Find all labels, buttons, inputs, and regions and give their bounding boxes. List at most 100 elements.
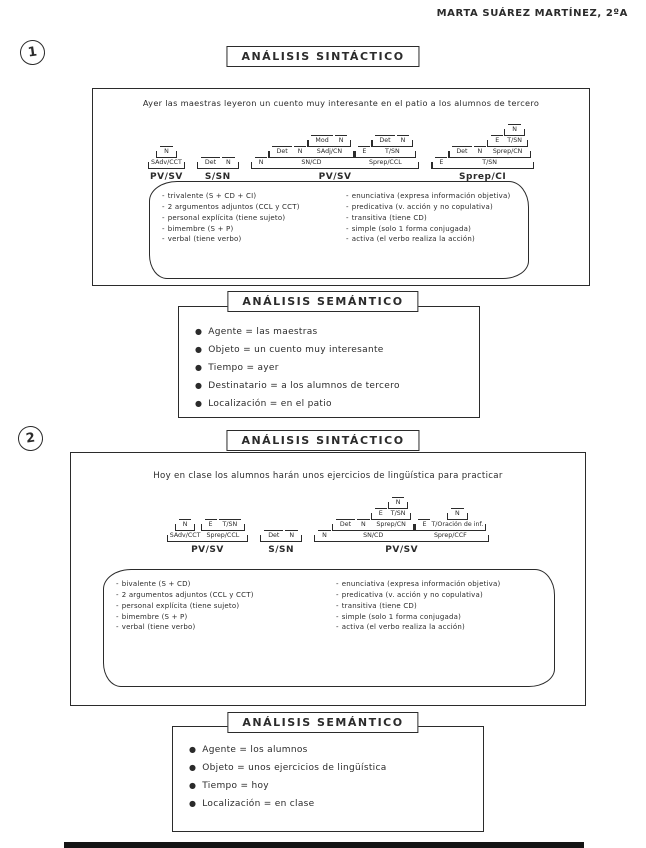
exercise-1-semantic-box: ●Agente = las maestras●Objeto = un cuent… (178, 306, 480, 418)
syntax-token: N (254, 157, 268, 166)
feature-item-text: activa (el verbo realiza la acción) (341, 623, 465, 632)
exercise-1-syntactic-box: Ayer las maestras leyeron un cuento muy … (92, 88, 590, 286)
bullet-glyph: - (162, 202, 165, 211)
syntax-token: N (451, 508, 464, 517)
syntax-token: Det (375, 135, 395, 144)
semantic-item: ●Localización = en clase (189, 795, 471, 813)
bullet-glyph: - (346, 192, 349, 200)
bullet-glyph: - (336, 623, 339, 632)
syntax-token: Det (335, 519, 356, 528)
syntax-token: E (435, 157, 448, 166)
exercise-1-features-bubble: -trivalente (S + CD + CI)-2 argumentos a… (149, 181, 529, 279)
feature-item-text: 2 argumentos adjuntos (CCL y CCT) (121, 590, 254, 599)
feature-item: -verbal (tiene verbo) (162, 234, 332, 245)
exercise-1-syntactic-title: ANÁLISIS SINTÁCTICO (226, 46, 420, 67)
syntax-group-label: Sprep/CN (492, 148, 523, 156)
bullet-glyph: ● (195, 363, 203, 372)
syntax-token: N (508, 124, 521, 133)
exercise-1-number: 1 (18, 38, 47, 67)
bullet-glyph: - (346, 224, 349, 233)
feature-item: -predicativa (v. acción y no copulativa) (336, 590, 542, 601)
bullet-glyph: - (116, 612, 119, 621)
feature-item: -enunciativa (expresa información objeti… (346, 191, 516, 202)
bullet-glyph: - (336, 580, 339, 588)
feature-item-text: bimembre (S + P) (167, 224, 234, 233)
syntax-token: N (160, 146, 173, 155)
syntax-group-label: T/SN (507, 137, 522, 145)
syntax-group-label: T/SN (385, 148, 400, 156)
syntax-token: Det (264, 530, 284, 539)
exercise-2-number-label: 2 (24, 430, 37, 447)
bullet-glyph: ● (195, 399, 203, 408)
syntax-group-label: Sprep/CCL (369, 159, 402, 167)
bullet-glyph: - (336, 612, 339, 621)
syntax-group-label: T/Oración de inf. (431, 521, 484, 529)
exercise-1-features-right: -enunciativa (expresa información objeti… (346, 191, 516, 269)
semantic-item-text: Destinatario = a los alumnos de tercero (208, 381, 400, 391)
exercise-2-number: 2 (16, 424, 45, 453)
exercise-2-features-left: -bivalente (S + CD)-2 argumentos adjunto… (116, 579, 322, 677)
syntax-group-label: Sprep/CN (376, 521, 406, 529)
syntax-group-bracket: N (156, 144, 177, 159)
feature-item-text: personal explícita (tiene sujeto) (121, 601, 240, 610)
syntax-group-bracket: N (447, 506, 468, 521)
syntax-token: Det (452, 146, 472, 155)
syntax-token: N (285, 530, 299, 539)
syntax-token: N (357, 519, 370, 528)
feature-item: -enunciativa (expresa información objeti… (336, 579, 542, 590)
feature-item: -bimembre (S + P) (162, 224, 332, 235)
feature-item-text: bimembre (S + P) (121, 612, 188, 621)
feature-item: -bimembre (S + P) (116, 612, 322, 623)
feature-item: -2 argumentos adjuntos (CCL y CCT) (162, 202, 332, 213)
exercise-1-sentence: Ayer las maestras leyeron un cuento muy … (142, 98, 540, 108)
bullet-glyph: ● (189, 781, 197, 790)
syntax-group-bracket: N (387, 495, 409, 510)
bullet-glyph: - (346, 202, 349, 211)
feature-item-text: predicativa (v. acción y no copulativa) (351, 202, 493, 211)
bullet-glyph: - (162, 235, 165, 244)
feature-item-text: enunciativa (expresa información objetiv… (351, 192, 511, 200)
exercise-1-number-label: 1 (26, 44, 39, 61)
feature-item: -personal explícita (tiene sujeto) (116, 601, 322, 612)
exercise-2-semantic-title: ANÁLISIS SEMÁNTICO (227, 712, 419, 733)
syntax-token: E (204, 519, 217, 528)
bullet-glyph: ● (189, 763, 197, 772)
semantic-item: ●Localización = en el patio (195, 395, 467, 413)
semantic-item-text: Tiempo = ayer (208, 363, 279, 373)
feature-item: -activa (el verbo realiza la acción) (336, 622, 542, 633)
exercise-2-semantic-box: ●Agente = los alumnos●Objeto = unos ejer… (172, 726, 484, 832)
semantic-item: ●Objeto = un cuento muy interesante (195, 341, 467, 359)
semantic-item: ●Tiempo = hoy (189, 777, 471, 795)
feature-item: -verbal (tiene verbo) (116, 622, 322, 633)
semantic-item-text: Objeto = un cuento muy interesante (208, 345, 384, 355)
bullet-glyph: ● (189, 799, 197, 808)
bullet-glyph: - (336, 590, 339, 599)
syntax-token: N (396, 135, 410, 144)
semantic-item: ● Tiempo = ayer (195, 359, 467, 377)
syntax-group-label: PV/SV (191, 545, 224, 556)
exercise-2-syntactic-box: Hoy en clase los alumnos harán unos ejer… (70, 452, 586, 706)
feature-item: -simple (solo 1 forma conjugada) (336, 612, 542, 623)
feature-item-text: 2 argumentos adjuntos (CCL y CCT) (167, 202, 300, 211)
syntax-token: N (473, 146, 487, 155)
bullet-glyph: - (346, 213, 349, 222)
syntax-group-label: Sprep/CI (459, 172, 507, 183)
